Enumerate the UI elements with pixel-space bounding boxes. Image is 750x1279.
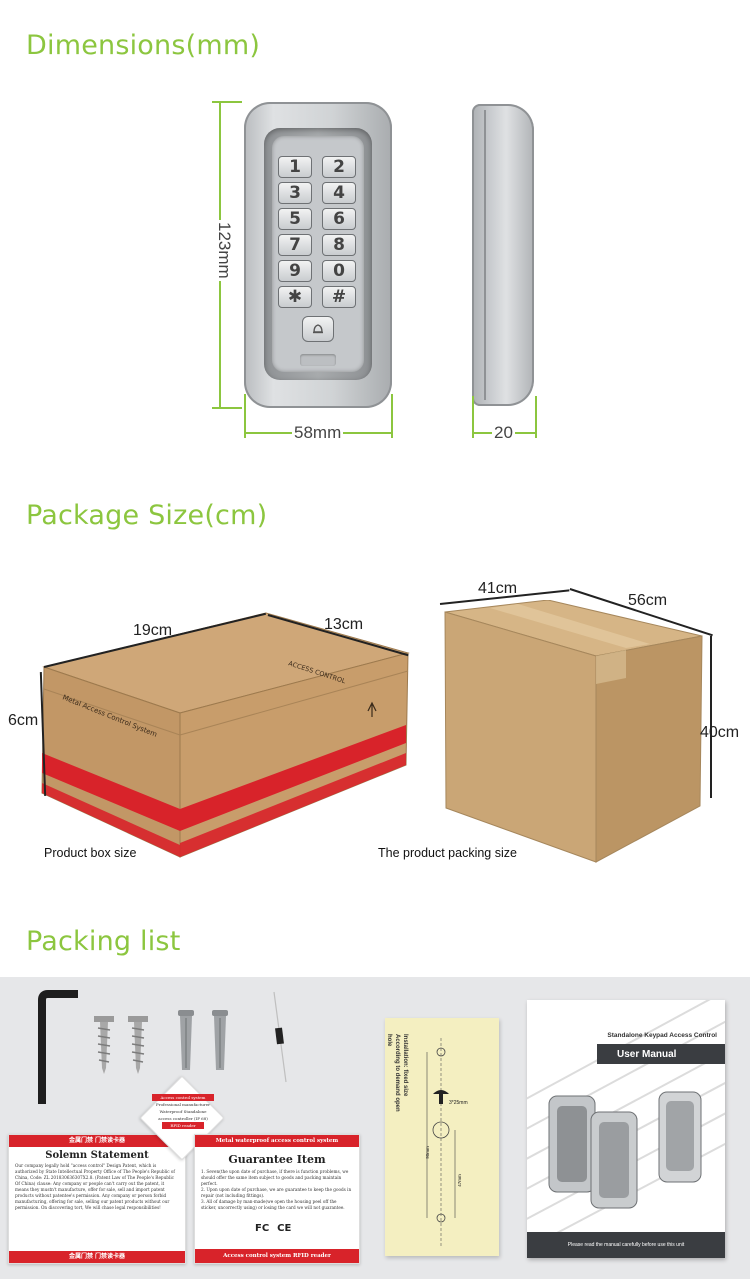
key-4: 4 [322,182,356,204]
this-way-up-icon [367,701,377,717]
badge-line: access controller (IP 68) [158,1116,208,1121]
key-8: 8 [322,234,356,256]
key-0: 0 [322,260,356,282]
package-title: Package Size(cm) [26,500,268,531]
height-tick-top [212,101,242,103]
key-hash: # [322,286,356,308]
hex-key-icon [38,990,78,1104]
template-dim-2: 47mm [456,1174,462,1187]
statement-bottom-bar: 金属门禁 门禁读卡器 [9,1251,185,1263]
diode-icon [273,991,287,1083]
product-box-length-label: 19cm [133,622,173,639]
width-label: 58mm [292,423,344,443]
packing-box-height-line [710,636,712,798]
width-tick-right [391,394,393,438]
certification-marks: FC CE [255,1223,291,1234]
ce-mark: CE [277,1223,292,1234]
badge-line: Waterproof Standalone [159,1109,207,1114]
badge-tag: RFID reader [162,1122,204,1129]
manual-footer: Please read the manual carefully before … [527,1232,725,1258]
badge-card-header: Access control system [152,1094,214,1101]
bell-icon [313,324,323,334]
template-drawing [426,1038,456,1248]
packing-box-caption: The product packing size [378,846,517,860]
packing-box-width-label: 56cm [628,592,668,609]
card-reader-slot [300,354,336,366]
height-tick-bottom [212,407,242,409]
statement-top-bar: 金属门禁 门禁读卡器 [9,1135,185,1147]
user-manual: Standalone Keypad Access Control User Ma… [527,1000,725,1258]
product-box-height-label: 6cm [8,712,39,729]
packing-box-illustration [444,600,703,863]
packing-box-length-label: 41cm [478,580,518,597]
screw-icon [94,1016,114,1074]
key-3: 3 [278,182,312,204]
template-dim-1: 90mm [424,1146,430,1159]
wall-anchor-icon [178,1010,194,1070]
keypad-device-front: 1 2 3 4 5 6 7 8 9 0 ✱ # [244,102,392,408]
product-box-illustration: Metal Access Control System ACCESS CONTR… [41,612,410,858]
guarantee-bottom-bar: Access control system RFID reader [195,1249,359,1263]
guarantee-top-bar: Metal waterproof access control system [195,1135,359,1147]
screw-icon [128,1016,148,1074]
badge-line: Professional manufacturer [156,1102,210,1107]
doorbell-key [302,316,334,342]
packing-title: Packing list [26,926,181,957]
manual-header: Standalone Keypad Access Control [607,1032,717,1039]
height-label: 123mm [214,220,234,281]
keypad-panel: 1 2 3 4 5 6 7 8 9 0 ✱ # [272,136,364,372]
statement-body: Our company legally hold "access control… [15,1163,175,1210]
key-star: ✱ [278,286,312,308]
wall-anchor-icon [212,1010,228,1070]
key-6: 6 [322,208,356,230]
key-2: 2 [322,156,356,178]
device-bezel: 1 2 3 4 5 6 7 8 9 0 ✱ # [264,128,372,380]
guarantee-card: Metal waterproof access control system G… [194,1134,360,1264]
fcc-mark: FC [255,1223,270,1234]
key-1: 1 [278,156,312,178]
side-ridge [484,110,486,400]
template-screw-size: 3*25mm [449,1100,468,1106]
guarantee-item: 2. Upon upon date of purchase, we are gu… [201,1187,352,1198]
key-5: 5 [278,208,312,230]
solemn-statement-card: 金属门禁 门禁读卡器 Solemn Statement Our company … [8,1134,186,1264]
statement-title: Solemn Statement [45,1150,149,1161]
depth-label: 20 [492,423,515,443]
key-7: 7 [278,234,312,256]
guarantee-item: 1. Seven(the upon date of purchase, if t… [201,1169,349,1186]
guarantee-title: Guarantee Item [228,1153,326,1166]
guarantee-item: 3. All of damage by man-made(we open the… [201,1199,345,1210]
product-box-width-label: 13cm [324,616,364,633]
keypad-device-side [472,104,534,406]
key-9: 9 [278,260,312,282]
width-tick-left [244,394,246,438]
drilling-template: Installation: fixed size According to de… [385,1018,499,1256]
depth-tick-right [535,396,537,438]
badge-card-text: Access control system Professional manuf… [152,1094,214,1129]
manual-title: User Manual [597,1044,725,1064]
packing-box-height-label: 40cm [700,724,740,741]
product-box-caption: Product box size [44,846,137,860]
dimensions-title: Dimensions(mm) [26,30,261,61]
depth-tick-left [472,396,474,438]
